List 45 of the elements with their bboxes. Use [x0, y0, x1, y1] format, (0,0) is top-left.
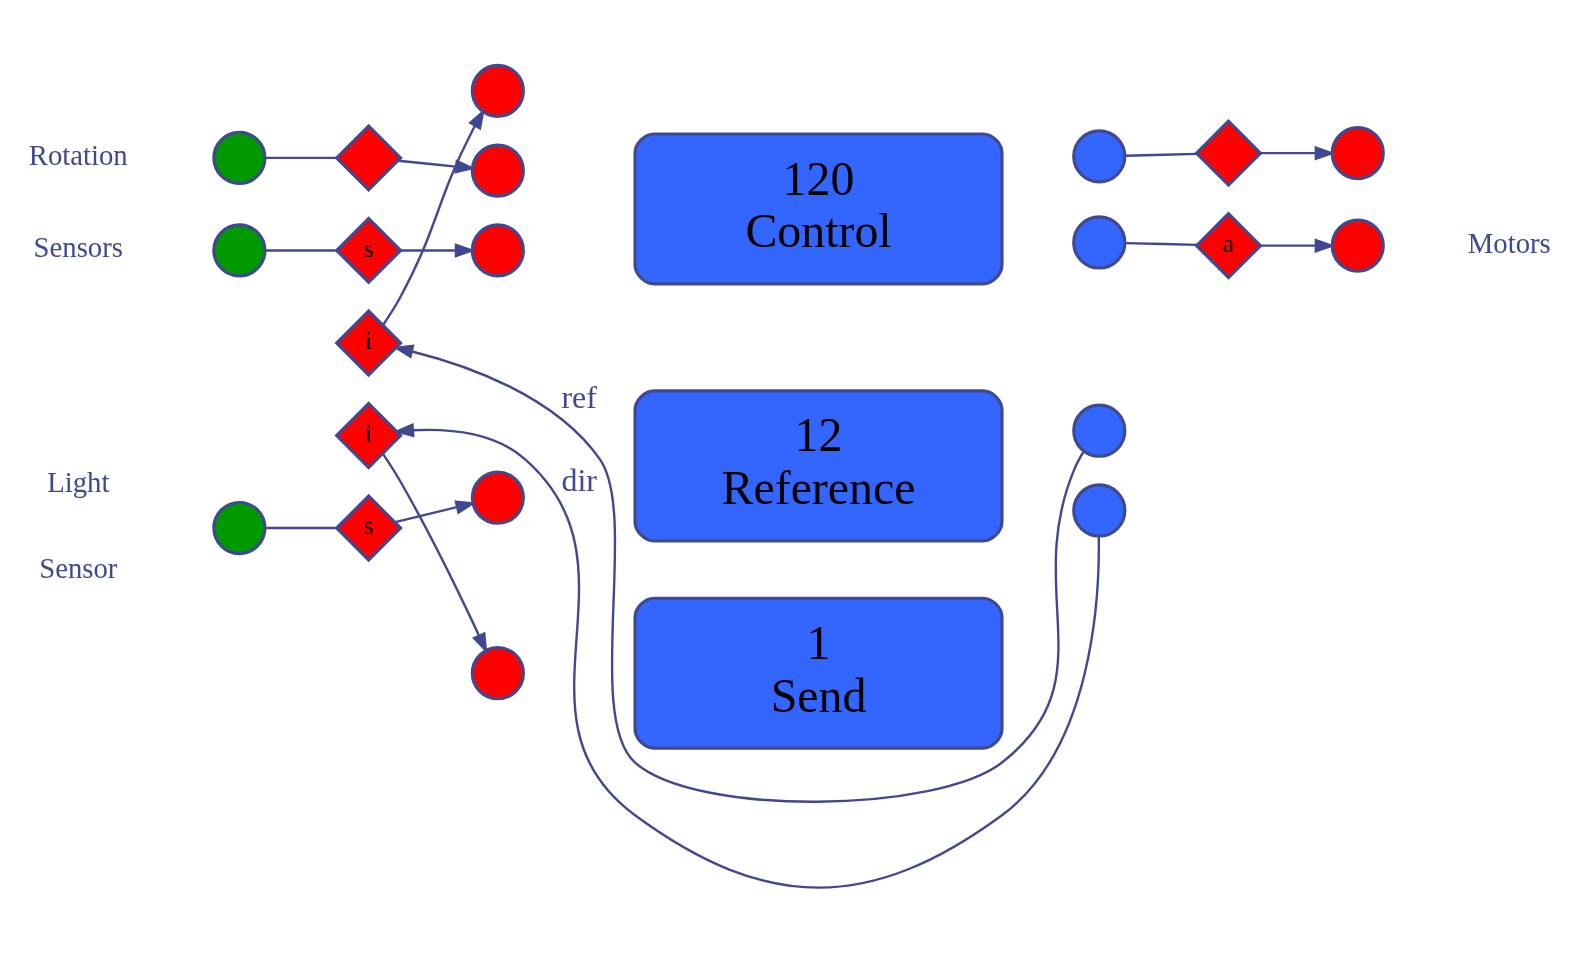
node-diamond: a [1194, 211, 1263, 280]
arrow [394, 500, 477, 524]
edge-label: dir [561, 463, 597, 499]
node-box: 1 Send [633, 596, 1004, 750]
node-circle [1072, 129, 1127, 184]
node-circle [212, 130, 267, 186]
connector [1125, 241, 1197, 247]
node-box: 120 Control [633, 132, 1004, 286]
label: Sensors [33, 231, 123, 264]
node-circle [470, 143, 525, 198]
arrow [1260, 145, 1336, 161]
node-diamond: s [334, 216, 403, 285]
arrow [393, 422, 1100, 889]
node-diamond: i [334, 401, 403, 470]
node-circle [1072, 483, 1127, 538]
edge-label: ref [561, 380, 597, 416]
connector [1125, 152, 1197, 157]
arrow [398, 159, 476, 174]
node-diamond: i [334, 308, 403, 378]
arrow [400, 243, 476, 258]
arrow [382, 108, 485, 326]
node-circle [1330, 218, 1385, 273]
node-circle [1072, 215, 1127, 270]
node-circle [470, 223, 525, 278]
node-box: 12 Reference [633, 389, 1004, 543]
node-circle [470, 63, 525, 119]
node-circle [212, 500, 267, 556]
node-circle [212, 223, 267, 278]
arrow [392, 344, 1085, 803]
node-diamond [1194, 118, 1263, 188]
connector [265, 156, 337, 160]
arrow [381, 453, 488, 654]
node-diamond [334, 123, 403, 193]
arrow [1260, 238, 1336, 253]
node-circle [470, 646, 525, 701]
node-diamond: s [334, 493, 403, 563]
node-circle [470, 470, 525, 525]
connector [265, 249, 337, 252]
node-circle [1330, 126, 1385, 181]
label: Motors [1467, 226, 1551, 259]
label: Rotation [28, 138, 128, 171]
label: Sensor [39, 552, 118, 585]
label: Light [47, 465, 110, 498]
connector [265, 526, 337, 530]
node-circle [1072, 403, 1127, 458]
